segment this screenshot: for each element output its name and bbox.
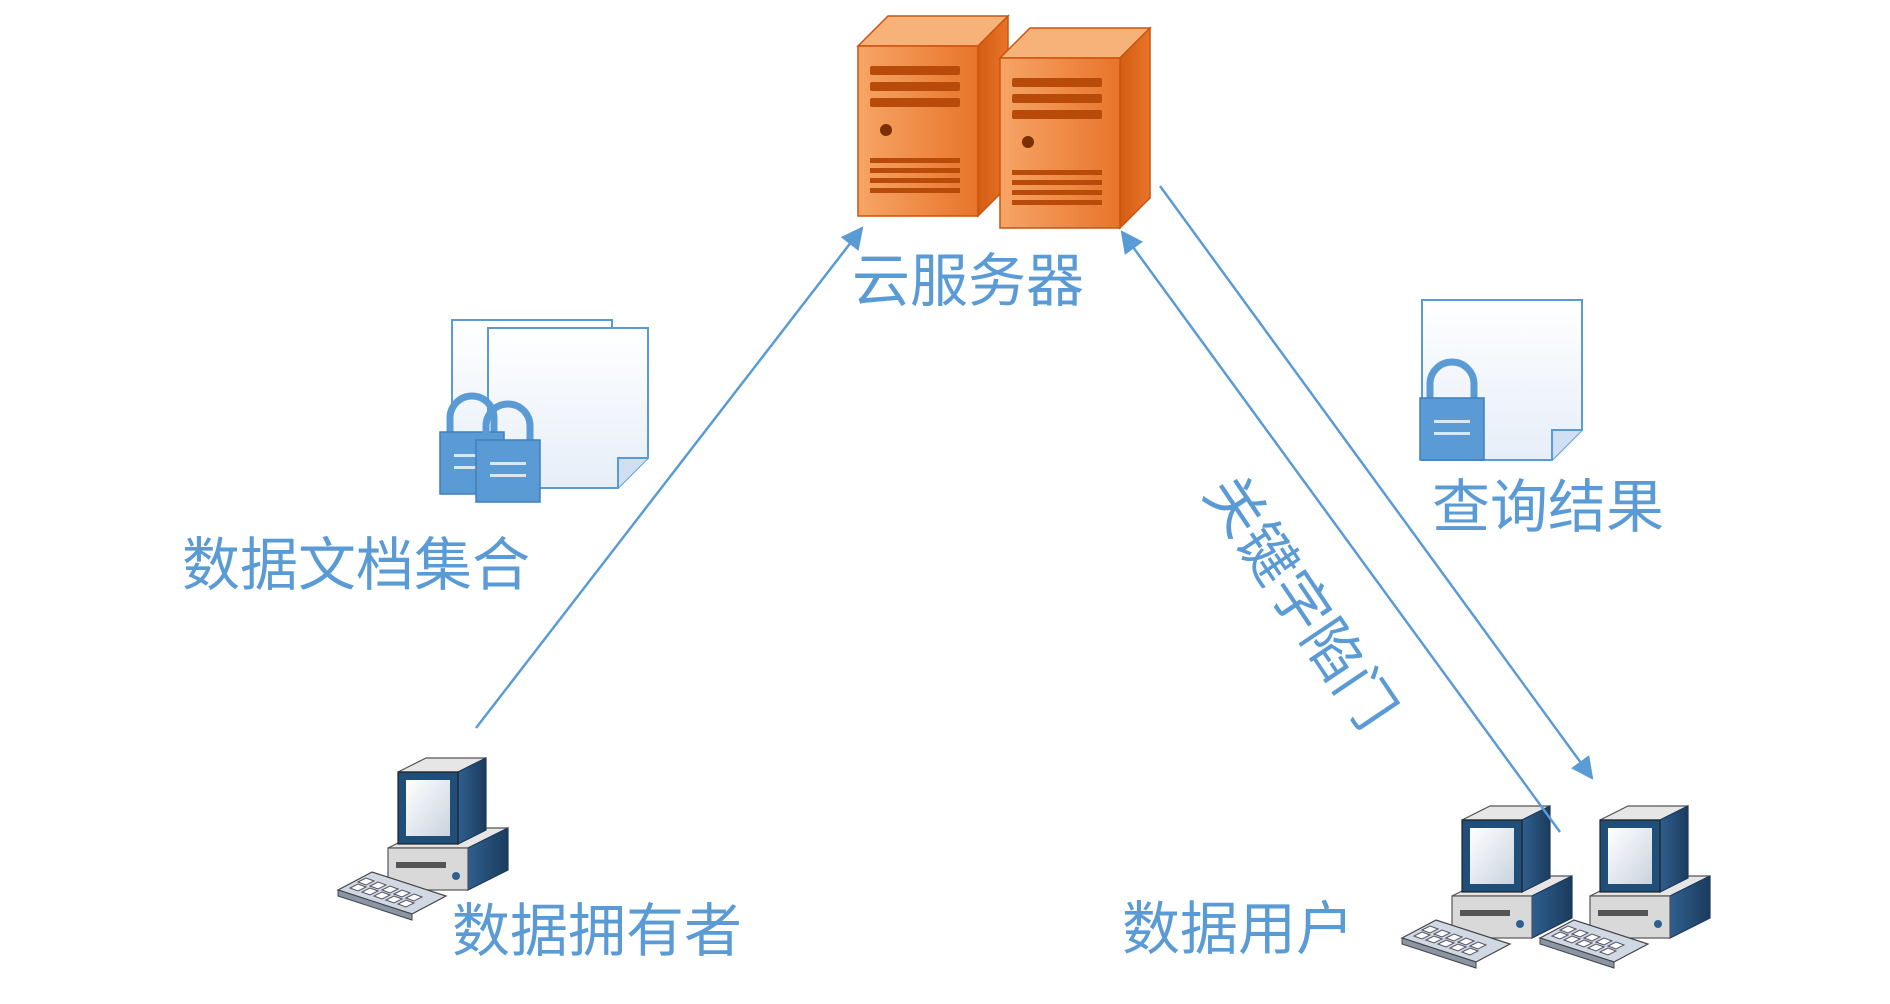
cloud-server-label: 云服务器 xyxy=(852,247,1085,315)
query-result-label: 查询结果 xyxy=(1432,473,1665,541)
arrow-user-to-server xyxy=(1120,230,1562,833)
server-icon xyxy=(857,15,1151,229)
data-owner-label: 数据拥有者 xyxy=(452,897,743,965)
encrypted-document-icon xyxy=(1420,299,1583,460)
data-user-computer-icon xyxy=(1401,805,1711,969)
arrow-owner-to-server xyxy=(475,226,864,729)
data-owner-computer-icon xyxy=(337,757,509,921)
arrow-server-to-user xyxy=(1158,185,1594,780)
data-user-label: 数据用户 xyxy=(1122,895,1355,963)
document-collection-label: 数据文档集合 xyxy=(182,531,531,599)
encrypted-documents-icon xyxy=(440,319,649,502)
